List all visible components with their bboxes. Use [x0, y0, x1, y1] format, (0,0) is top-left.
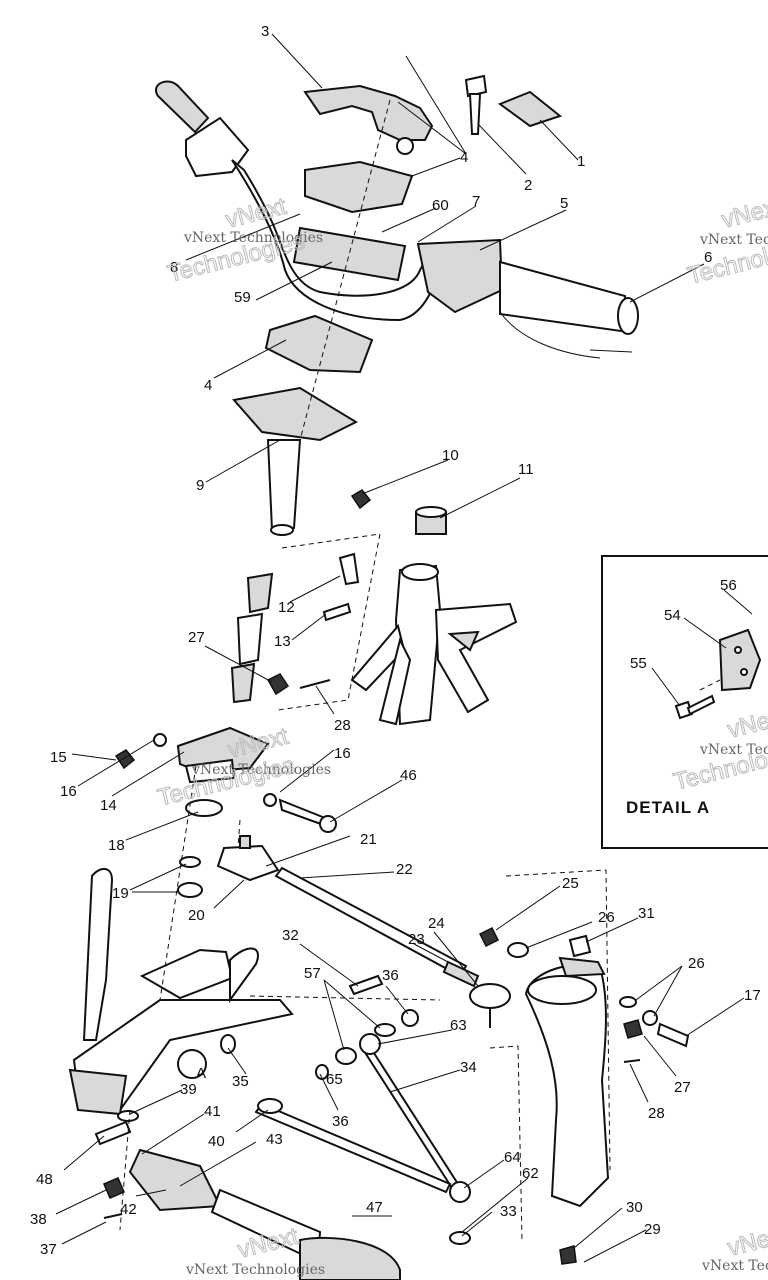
callout-5: 5 [560, 195, 568, 212]
callout-24: 24 [428, 915, 445, 932]
callout-60: 60 [432, 197, 449, 214]
callout-6: 6 [704, 249, 712, 266]
callout-30: 30 [626, 1199, 643, 1216]
callout-16-left: 16 [60, 783, 77, 800]
detail-a-title: DETAIL A [626, 798, 710, 817]
callout-63: 63 [450, 1017, 467, 1034]
callout-39: 39 [180, 1081, 197, 1098]
watermark-text-6: vNext Technologies [701, 1258, 768, 1274]
watermark-text-1: vNext Technologies [183, 230, 323, 246]
callout-14: 14 [100, 797, 117, 814]
callout-15: 15 [50, 749, 67, 766]
steering-arm [114, 726, 529, 1028]
callout-40: 40 [208, 1133, 225, 1150]
callout-36-upper: 36 [382, 967, 399, 984]
steering-post-frame [230, 552, 518, 726]
callout-1: 1 [577, 153, 585, 170]
callout-10: 10 [442, 447, 459, 464]
watermark-logo-6: vNext [725, 1221, 768, 1262]
detail-a-panel: DETAIL A [601, 555, 768, 849]
callout-27-upper: 27 [188, 629, 205, 646]
callout-17: 17 [744, 987, 761, 1004]
watermark-logo-1: vNext [223, 193, 289, 234]
callout-25: 25 [562, 875, 579, 892]
callout-37: 37 [40, 1241, 57, 1258]
callout-20: 20 [188, 907, 205, 924]
watermark-logo-5: vNext [235, 1223, 301, 1264]
callout-4-upper: 4 [460, 149, 468, 166]
callout-47: 47 [366, 1199, 383, 1216]
callout-46: 46 [400, 767, 417, 784]
watermark-text-3: vNext Technologies [191, 762, 331, 778]
callout-9: 9 [196, 477, 204, 494]
callout-16-right: 16 [334, 745, 351, 762]
callout-26-lower: 26 [688, 955, 705, 972]
callout-54: 54 [664, 607, 681, 624]
watermark-text-5: vNext Technologies [185, 1262, 325, 1278]
callout-36-lower: 36 [332, 1113, 349, 1130]
callout-26-upper: 26 [598, 909, 615, 926]
callout-13: 13 [274, 633, 291, 650]
spindle-assembly [489, 869, 690, 1265]
callout-28-lower: 28 [648, 1105, 665, 1122]
callout-32: 32 [282, 927, 299, 944]
a-arm-frame [68, 868, 471, 1245]
callout-48: 48 [36, 1171, 53, 1188]
callout-34: 34 [460, 1059, 477, 1076]
leader-lines [55, 33, 753, 1263]
guide-lines [119, 765, 241, 1231]
callout-labels: 3 1 2 4 5 6 7 60 8 59 4 9 10 11 12 13 27… [30, 23, 761, 1258]
callout-12: 12 [278, 599, 295, 616]
callout-19: 19 [112, 885, 129, 902]
callout-22: 22 [396, 861, 413, 878]
callout-43: 43 [266, 1131, 283, 1148]
callout-29: 29 [644, 1221, 661, 1238]
watermark-text-4: vNext Technologies [699, 742, 768, 758]
callout-64: 64 [504, 1149, 521, 1166]
callout-11: 11 [518, 461, 534, 478]
callout-27-lower: 27 [674, 1079, 691, 1096]
callout-41: 41 [204, 1103, 221, 1120]
callout-21: 21 [360, 831, 377, 848]
callout-28-upper: 28 [334, 717, 351, 734]
watermark-text-2: vNext Technologies [699, 232, 768, 248]
callout-62: 62 [522, 1165, 539, 1182]
callout-23: 23 [408, 931, 425, 948]
callout-7: 7 [472, 193, 480, 210]
callout-4-lower: 4 [204, 377, 212, 394]
axle-assembly [94, 1110, 401, 1280]
callout-59: 59 [234, 289, 251, 306]
handlebar-assembly [155, 74, 639, 536]
callout-18: 18 [108, 837, 125, 854]
callout-55: 55 [630, 655, 647, 672]
callout-65: 65 [326, 1071, 343, 1088]
callout-A: A [196, 1065, 206, 1082]
callout-2: 2 [524, 177, 532, 194]
callout-33: 33 [500, 1203, 517, 1220]
watermark-logo-2: vNext [719, 193, 768, 234]
callout-35: 35 [232, 1073, 249, 1090]
callout-42: 42 [120, 1201, 137, 1218]
callout-38: 38 [30, 1211, 47, 1228]
callout-3: 3 [261, 23, 269, 40]
watermark-overlay: vNext Technologies vNext Technologies vN… [154, 192, 768, 1278]
steering-hardware [277, 489, 447, 711]
callout-31: 31 [638, 905, 655, 922]
callout-56: 56 [720, 577, 737, 594]
callout-8: 8 [170, 259, 178, 276]
callout-57: 57 [304, 965, 321, 982]
